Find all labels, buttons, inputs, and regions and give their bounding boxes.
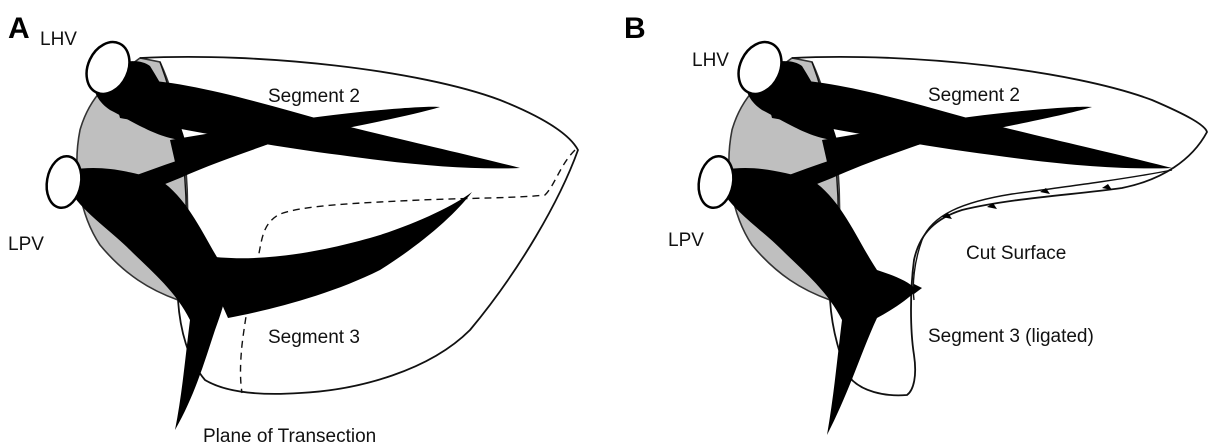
panel-b-lhv-label: LHV (692, 50, 729, 71)
panel-b-segment2-label: Segment 2 (928, 85, 1020, 106)
panel-a: A LHV LPV Segment 2 Segment 3 Plane of T… (8, 12, 578, 447)
panel-b-cut-surface-edge (913, 170, 1172, 300)
panel-a-letter: A (8, 12, 30, 45)
panel-b-segment3-label: Segment 3 (ligated) (928, 326, 1094, 347)
panel-b-lpv-label: LPV (668, 230, 704, 251)
panel-a-segment3-label: Segment 3 (268, 327, 360, 348)
panel-a-lpv-trunk (70, 168, 227, 430)
panel-b-cut-surface-label: Cut Surface (966, 243, 1066, 264)
panel-a-lpv-label: LPV (8, 234, 44, 255)
panel-a-plane-label: Plane of Transection (203, 426, 376, 447)
panel-a-segment2-label: Segment 2 (268, 86, 360, 107)
panel-a-lpv-segment3-branch (200, 192, 472, 318)
panel-b: B LHV LPV Segment 2 Cut Surface Segment … (624, 12, 1207, 435)
panel-b-ligation-knot (914, 284, 922, 294)
panel-b-letter: B (624, 12, 646, 45)
panel-a-lhv-label: LHV (40, 29, 77, 50)
